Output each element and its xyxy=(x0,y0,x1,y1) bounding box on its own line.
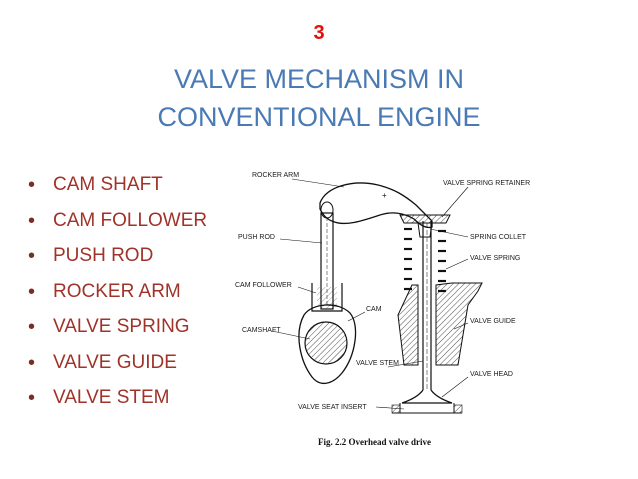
title-line-2: CONVENTIONAL ENGINE xyxy=(157,102,481,132)
label-valve-spring: VALVE SPRING xyxy=(470,255,520,262)
label-cam-follower: CAM FOLLOWER xyxy=(235,282,292,289)
label-spring-collet: SPRING COLLET xyxy=(470,234,527,241)
label-cam: CAM xyxy=(366,306,382,313)
bullet-dot-icon: • xyxy=(28,316,36,338)
cam-follower-shape xyxy=(311,283,343,312)
valve-mechanism-diagram: + xyxy=(235,172,530,447)
bullet-dot-icon: • xyxy=(28,245,36,267)
slide-title: VALVE MECHANISM IN CONVENTIONAL ENGINE xyxy=(80,60,558,136)
bullet-item: • VALVE STEM xyxy=(28,385,207,421)
valve-head-shape xyxy=(401,389,453,404)
label-valve-seat-insert: VALVE SEAT INSERT xyxy=(298,404,367,411)
label-valve-head: VALVE HEAD xyxy=(470,371,513,378)
label-camshaft: CAMSHAFT xyxy=(242,327,281,334)
bullet-item: • ROCKER ARM xyxy=(28,279,207,315)
bullet-list: • CAM SHAFT • CAM FOLLOWER • PUSH ROD • ROCK… xyxy=(28,172,207,421)
bullet-item: • CAM FOLLOWER xyxy=(28,208,207,244)
valve-spring-retainer-shape xyxy=(399,214,451,224)
valve-guide-shape xyxy=(397,282,483,366)
bullet-dot-icon: • xyxy=(28,351,36,374)
bullet-text: CAM SHAFT xyxy=(53,174,163,195)
bullet-dot-icon: • xyxy=(28,174,36,196)
label-valve-spring-retainer: VALVE SPRING RETAINER xyxy=(443,180,530,187)
svg-text:+: + xyxy=(382,191,387,200)
cam-shape xyxy=(298,304,357,384)
valve-seat-insert-shape xyxy=(399,403,455,414)
label-push-rod: PUSH ROD xyxy=(238,234,275,241)
bullet-item: • CAM SHAFT xyxy=(28,172,207,208)
bullet-item: • VALVE SPRING xyxy=(28,314,207,350)
bullet-dot-icon: • xyxy=(28,387,36,409)
title-line-1: VALVE MECHANISM IN xyxy=(173,64,465,94)
label-valve-stem: VALVE STEM xyxy=(356,360,399,367)
spring-collet-shape xyxy=(417,222,433,238)
bullet-text: VALVE GUIDE xyxy=(53,351,177,373)
label-valve-guide: VALVE GUIDE xyxy=(470,318,516,325)
slide-number: 3 xyxy=(313,22,325,44)
bullet-dot-icon: • xyxy=(28,280,36,303)
label-rocker-arm: ROCKER ARM xyxy=(252,172,299,179)
camshaft-shape xyxy=(304,321,348,365)
bullet-dot-icon: • xyxy=(28,209,36,232)
bullet-text: CAM FOLLOWER xyxy=(53,209,208,231)
valve-spring-shape xyxy=(404,227,446,293)
bullet-text: PUSH ROD xyxy=(53,245,154,266)
figure-caption: Fig. 2.2 Overhead valve drive xyxy=(318,437,431,447)
bullet-text: ROCKER ARM xyxy=(53,280,181,302)
bullet-item: • PUSH ROD xyxy=(28,243,207,279)
bullet-text: VALVE STEM xyxy=(53,387,170,408)
bullet-text: VALVE SPRING xyxy=(53,316,190,337)
bullet-item: • VALVE GUIDE xyxy=(28,350,207,386)
